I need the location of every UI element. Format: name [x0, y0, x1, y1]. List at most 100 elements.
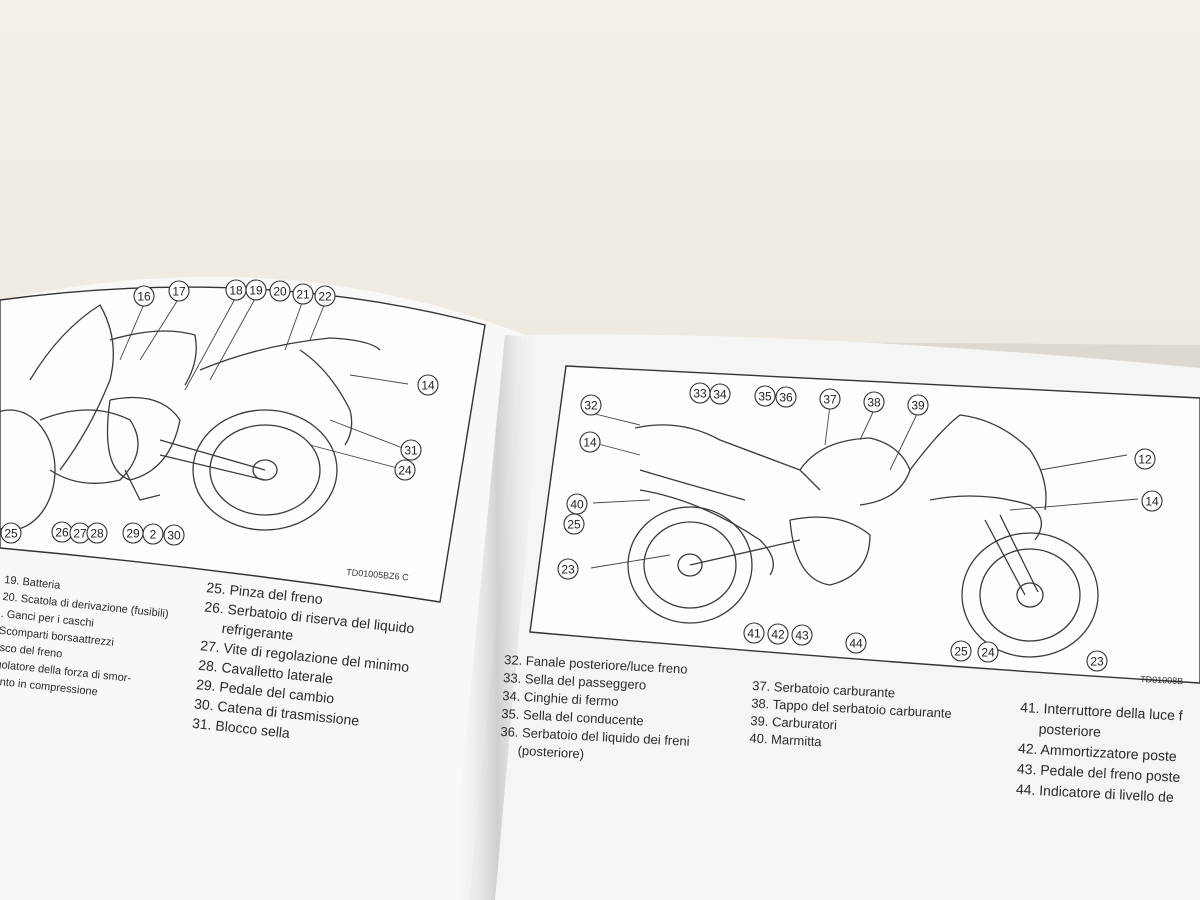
callout-circle: [791, 624, 813, 646]
callout-number: 19: [249, 284, 263, 298]
callout-circle: [580, 394, 602, 416]
left-figure-frame: [0, 286, 486, 603]
left-callout-27: 27: [69, 522, 91, 544]
list-line: 39. Carburatori: [750, 713, 837, 733]
callout-number: 25: [567, 518, 581, 532]
callout-number: 35: [758, 390, 772, 404]
left-callout-30: 30: [163, 524, 185, 546]
callout-circle: [133, 285, 155, 307]
right-callout-14: 14: [1141, 490, 1163, 512]
right-callout-34: 34: [709, 383, 731, 405]
callout-number: 21: [296, 288, 310, 302]
callout-number: 40: [570, 498, 584, 512]
right-callout-25: 25: [950, 640, 972, 662]
callout-number: 28: [90, 527, 104, 541]
callout-circle: [950, 640, 972, 662]
left-callout-22: 22: [314, 285, 336, 307]
callout-circle: [767, 623, 789, 645]
callout-number: 20: [273, 285, 287, 299]
list-line: 34. Cinghie di fermo: [502, 688, 619, 709]
left-callout-2: 2: [142, 523, 164, 545]
callout-circle: [977, 641, 999, 663]
right-callout-36: 36: [775, 386, 797, 408]
callout-circle: [907, 394, 929, 416]
callout-number: 14: [421, 379, 435, 393]
callout-circle: [563, 513, 585, 535]
callout-number: 32: [584, 399, 598, 413]
callout-number: 37: [823, 393, 837, 407]
right-list-third: 41. Interruttore della luce fposteriore4…: [1016, 699, 1184, 805]
left-callout-19: 19: [245, 279, 267, 301]
left-callout-21: 21: [292, 283, 314, 305]
right-callout-38: 38: [863, 391, 885, 413]
callout-number: 39: [911, 399, 925, 413]
callout-circle: [168, 280, 190, 302]
right-callout-24: 24: [977, 641, 999, 663]
callout-number: 18: [229, 284, 243, 298]
list-line: refrigerante: [221, 620, 294, 643]
right-callout-40: 40: [566, 493, 588, 515]
right-callout-25: 25: [563, 513, 585, 535]
right-leader-lines: [586, 404, 1139, 569]
left-callout-26: 26: [51, 521, 73, 543]
callout-circle: [743, 622, 765, 644]
page-gutter: [450, 335, 545, 900]
callout-circle: [1086, 650, 1108, 672]
callout-circle: [269, 280, 291, 302]
callout-number: 38: [867, 396, 881, 410]
list-line: 35. Sella del conducente: [501, 706, 644, 728]
list-line: 33. Sella del passeggero: [503, 670, 647, 692]
callout-circle: [579, 431, 601, 453]
callout-number: 34: [713, 388, 727, 402]
callout-number: 23: [1090, 655, 1104, 669]
right-callout-35: 35: [754, 385, 776, 407]
left-callout-24: 24: [394, 459, 416, 481]
right-callout-32: 32: [580, 394, 602, 416]
callout-number: 30: [167, 529, 181, 543]
right-figure-code-text: TD01008B: [1140, 674, 1183, 686]
left-leader-lines: [119, 296, 409, 471]
callout-number: 44: [849, 637, 863, 651]
right-callout-43: 43: [791, 624, 813, 646]
callout-circle: [819, 388, 841, 410]
callout-number: 25: [4, 527, 18, 541]
callout-number: 43: [795, 629, 809, 643]
callout-number: 26: [55, 526, 69, 540]
left-callout-17: 17: [168, 280, 190, 302]
callout-circle: [394, 459, 416, 481]
callout-number: 24: [981, 646, 995, 660]
callout-circle: [845, 632, 867, 654]
callout-circle: [142, 523, 164, 545]
callout-circle: [0, 522, 22, 544]
callout-number: 27: [73, 527, 87, 541]
right-callout-23: 23: [557, 558, 579, 580]
right-callout-23: 23: [1086, 650, 1108, 672]
callout-number: 25: [954, 645, 968, 659]
callout-circle: [863, 391, 885, 413]
callout-number: 24: [398, 464, 412, 478]
left-callout-28: 28: [86, 522, 108, 544]
callout-number: 31: [404, 444, 418, 458]
left-callout-29: 29: [122, 522, 144, 544]
right-motorcycle-drawing: [627, 414, 1099, 658]
right-callout-12: 12: [1134, 448, 1156, 470]
left-figure: [0, 286, 486, 603]
callout-number: 2: [150, 528, 157, 542]
callout-number: 17: [172, 285, 186, 299]
callout-circle: [163, 524, 185, 546]
callout-circle: [1134, 448, 1156, 470]
list-line: 37. Serbatoio carburante: [752, 678, 896, 700]
list-line: posteriore: [1038, 721, 1101, 740]
callout-circle: [292, 283, 314, 305]
callout-circle: [709, 383, 731, 405]
callout-circle: [417, 374, 439, 396]
list-line: (posteriore): [517, 743, 584, 761]
callout-circle: [86, 522, 108, 544]
callout-number: 14: [1145, 495, 1159, 509]
right-callout-41: 41: [743, 622, 765, 644]
callout-number: 14: [583, 436, 597, 450]
callout-circle: [1141, 490, 1163, 512]
callout-number: 23: [561, 563, 575, 577]
